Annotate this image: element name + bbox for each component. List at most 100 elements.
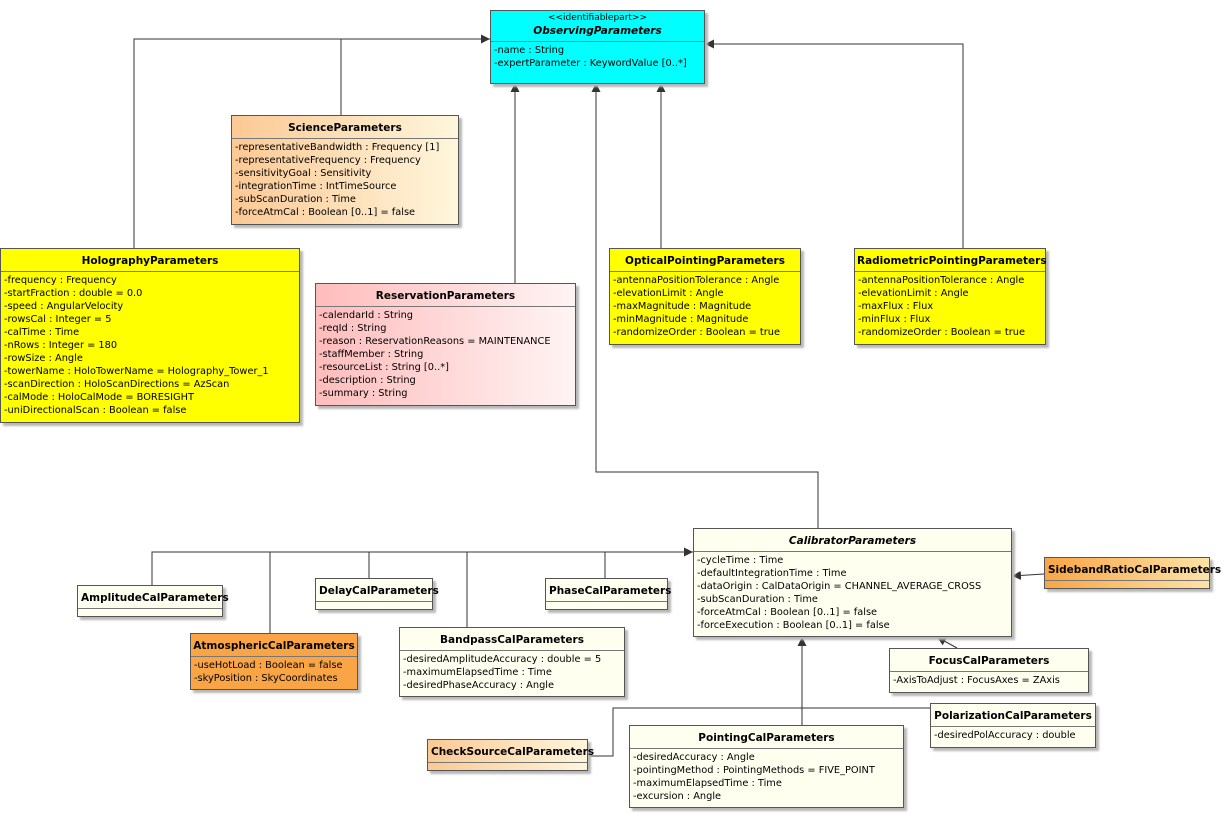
link-sideband-calibrator — [1011, 570, 1045, 580]
attribute: -minFlux : Flux — [858, 314, 931, 325]
link-calibrator-observing — [591, 83, 819, 528]
class-name: AmplitudeCalParameters — [78, 586, 229, 609]
attribute-list: -antennaPositionTolerance : Angle -eleva… — [610, 272, 800, 341]
class-pointing-cal-parameters[interactable]: PointingCalParameters -desiredAccuracy :… — [629, 725, 904, 808]
attribute: -randomizeOrder : Boolean = true — [613, 327, 781, 338]
class-name: ReservationParameters — [316, 284, 575, 307]
attribute: -towerName : HoloTowerName = Holography_… — [4, 366, 269, 377]
class-name: DelayCalParameters — [316, 579, 439, 602]
attribute-list: -desiredAmplitudeAccuracy : double = 5 -… — [400, 651, 624, 694]
attribute: -randomizeOrder : Boolean = true — [858, 327, 1026, 338]
attribute-list: -calendarId : String -reqId : String -re… — [316, 307, 575, 402]
attribute-list: -desiredPolAccuracy : double — [931, 727, 1095, 744]
class-name: PolarizationCalParameters — [931, 704, 1095, 727]
class-name: SidebandRatioCalParameters — [1045, 558, 1221, 581]
attribute: -expertParameter : KeywordValue [0..*] — [494, 58, 687, 69]
class-optical-pointing-parameters[interactable]: OpticalPointingParameters -antennaPositi… — [609, 248, 801, 345]
class-observing-parameters[interactable]: <<identifiablepart>> ObservingParameters… — [490, 10, 705, 84]
attribute: -rowsCal : Integer = 5 — [4, 314, 112, 325]
class-check-source-cal-parameters[interactable]: CheckSourceCalParameters — [427, 739, 594, 771]
class-delay-cal-parameters[interactable]: DelayCalParameters — [315, 578, 439, 610]
attribute: -calendarId : String — [319, 310, 414, 321]
attribute: -antennaPositionTolerance : Angle — [858, 275, 1025, 286]
class-calibrator-parameters[interactable]: CalibratorParameters -cycleTime : Time -… — [693, 528, 1012, 637]
attribute: -useHotLoad : Boolean = false — [194, 660, 343, 671]
attribute: -uniDirectionalScan : Boolean = false — [4, 405, 187, 416]
attribute: -sensitivityGoal : Sensitivity — [235, 168, 372, 179]
attribute: -cycleTime : Time — [697, 555, 784, 566]
class-name: RadiometricPointingParameters — [855, 249, 1047, 272]
attribute: -elevationLimit : Angle — [613, 288, 724, 299]
attribute: -forceExecution : Boolean [0..1] = false — [697, 620, 890, 631]
link-focus-calibrator — [936, 636, 958, 649]
attribute-list: -AxisToAdjust : FocusAxes = ZAxis — [890, 672, 1088, 689]
attribute: -excursion : Angle — [633, 791, 722, 802]
attribute-list: -cycleTime : Time -defaultIntegrationTim… — [694, 552, 1011, 634]
attribute: -elevationLimit : Angle — [858, 288, 969, 299]
class-name: ScienceParameters — [232, 116, 458, 139]
attribute: -startFraction : double = 0.0 — [4, 288, 143, 299]
class-focus-cal-parameters[interactable]: FocusCalParameters -AxisToAdjust : Focus… — [889, 648, 1089, 693]
link-holography-observing — [133, 34, 490, 249]
attribute-list: -frequency : Frequency -startFraction : … — [1, 272, 299, 419]
class-radiometric-pointing-parameters[interactable]: RadiometricPointingParameters -antennaPo… — [854, 248, 1047, 345]
attribute: -antennaPositionTolerance : Angle — [613, 275, 780, 286]
class-name: CalibratorParameters — [694, 529, 1011, 552]
attribute: -staffMember : String — [319, 349, 424, 360]
attribute: -resourceList : String [0..*] — [319, 362, 449, 373]
attribute: -maximumElapsedTime : Time — [403, 667, 552, 678]
class-polarization-cal-parameters[interactable]: PolarizationCalParameters -desiredPolAcc… — [930, 703, 1096, 748]
attribute: -desiredAmplitudeAccuracy : double = 5 — [403, 654, 602, 665]
attribute: -name : String — [494, 45, 565, 56]
attribute: -dataOrigin : CalDataOrigin = CHANNEL_AV… — [697, 581, 982, 592]
attribute: -description : String — [319, 375, 416, 386]
class-holography-parameters[interactable]: HolographyParameters -frequency : Freque… — [0, 248, 300, 423]
attribute: -maxMagnitude : Magnitude — [613, 301, 752, 312]
attribute: -calTime : Time — [4, 327, 80, 338]
attribute: -maxFlux : Flux — [858, 301, 934, 312]
attribute-list: -desiredAccuracy : Angle -pointingMethod… — [630, 749, 903, 805]
attribute: -representativeBandwidth : Frequency [1] — [235, 142, 440, 153]
class-name: AtmosphericCalParameters — [191, 634, 357, 657]
class-name: BandpassCalParameters — [400, 628, 624, 651]
attribute: -subScanDuration : Time — [235, 194, 356, 205]
class-phase-cal-parameters[interactable]: PhaseCalParameters — [545, 578, 671, 610]
attribute: -pointingMethod : PointingMethods = FIVE… — [633, 765, 875, 776]
attribute: -representativeFrequency : Frequency — [235, 155, 421, 166]
attribute-list: -representativeBandwidth : Frequency [1]… — [232, 139, 458, 221]
attribute: -forceAtmCal : Boolean [0..1] = false — [235, 207, 416, 218]
class-name: HolographyParameters — [1, 249, 299, 272]
class-name: ObservingParameters — [491, 23, 704, 42]
attribute-list: -antennaPositionTolerance : Angle -eleva… — [855, 272, 1045, 341]
link-checksource-calibrator — [588, 707, 802, 757]
class-name: FocusCalParameters — [890, 649, 1088, 672]
class-bandpass-cal-parameters[interactable]: BandpassCalParameters -desiredAmplitudeA… — [399, 627, 625, 697]
attribute: -minMagnitude : Magnitude — [613, 314, 749, 325]
attribute: -calMode : HoloCalMode = BORESIGHT — [4, 392, 194, 403]
link-amplitude-calibrator — [151, 547, 693, 585]
attribute: -frequency : Frequency — [4, 275, 117, 286]
class-sideband-ratio-cal-parameters[interactable]: SidebandRatioCalParameters — [1044, 557, 1221, 589]
attribute: -skyPosition : SkyCoordinates — [194, 673, 338, 684]
attribute: -integrationTime : IntTimeSource — [235, 181, 397, 192]
attribute: -subScanDuration : Time — [697, 594, 818, 605]
attribute: -nRows : Integer = 180 — [4, 340, 118, 351]
class-name: PointingCalParameters — [630, 726, 903, 749]
attribute: -speed : AngularVelocity — [4, 301, 124, 312]
attribute: -reqId : String — [319, 323, 387, 334]
class-amplitude-cal-parameters[interactable]: AmplitudeCalParameters — [77, 585, 229, 617]
link-radiometric-observing — [705, 39, 964, 249]
class-name: PhaseCalParameters — [546, 579, 671, 602]
attribute: -desiredPhaseAccuracy : Angle — [403, 680, 555, 691]
attribute: -scanDirection : HoloScanDirections = Az… — [4, 379, 230, 390]
class-name: CheckSourceCalParameters — [428, 740, 594, 763]
attribute: -forceAtmCal : Boolean [0..1] = false — [697, 607, 878, 618]
attribute: -defaultIntegrationTime : Time — [697, 568, 847, 579]
class-science-parameters[interactable]: ScienceParameters -representativeBandwid… — [231, 115, 459, 225]
attribute: -AxisToAdjust : FocusAxes = ZAxis — [893, 675, 1060, 686]
class-atmospheric-cal-parameters[interactable]: AtmosphericCalParameters -useHotLoad : B… — [190, 633, 358, 690]
class-reservation-parameters[interactable]: ReservationParameters -calendarId : Stri… — [315, 283, 576, 406]
attribute: -summary : String — [319, 388, 408, 399]
class-name: OpticalPointingParameters — [610, 249, 800, 272]
